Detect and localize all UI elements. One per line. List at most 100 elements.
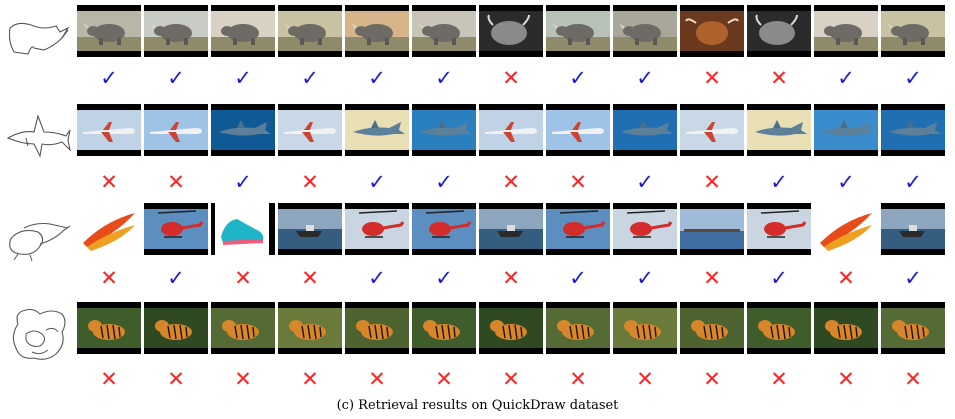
result-image-helicopter [613,203,677,255]
incorrect-cross-icon: ✕ [301,266,319,290]
incorrect-cross-icon: ✕ [100,367,118,391]
result-image-tiger [479,302,543,354]
result-image-boat [278,203,342,255]
result-image-feathers [77,203,141,255]
correct-check-icon: ✓ [234,66,252,90]
result-image-rhinoceros [881,5,945,57]
incorrect-cross-icon: ✕ [569,367,587,391]
incorrect-cross-icon: ✕ [837,367,855,391]
result-image-rhinoceros [546,5,610,57]
result-image-shark [211,104,275,156]
result-image-tiger [77,302,141,354]
result-image-shark [814,104,878,156]
tiger-sketch [4,300,72,370]
correct-check-icon: ✓ [636,266,654,290]
result-image-shark [881,104,945,156]
result-image-tiger [345,302,409,354]
incorrect-cross-icon: ✕ [703,367,721,391]
result-image-airplane [479,104,543,156]
incorrect-cross-icon: ✕ [368,367,386,391]
incorrect-cross-icon: ✕ [636,367,654,391]
incorrect-cross-icon: ✕ [502,367,520,391]
correct-check-icon: ✓ [569,66,587,90]
result-image-shark [412,104,476,156]
correct-check-icon: ✓ [435,66,453,90]
correct-check-icon: ✓ [636,66,654,90]
incorrect-cross-icon: ✕ [837,266,855,290]
result-image-boat [479,203,543,255]
result-image-yak [479,5,543,57]
correct-check-icon: ✓ [770,266,788,290]
correct-check-icon: ✓ [904,170,922,194]
result-image-rhinoceros [345,5,409,57]
result-image-rhinoceros [814,5,878,57]
result-image-airplane [144,104,208,156]
result-image-tiger [144,302,208,354]
correct-check-icon: ✓ [837,66,855,90]
result-image-tiger [881,302,945,354]
result-image-helicopter [412,203,476,255]
correct-check-icon: ✓ [167,266,185,290]
result-image-helicopter [345,203,409,255]
result-image-rhinoceros [278,5,342,57]
correct-check-icon: ✓ [569,266,587,290]
result-image-helicopter [747,203,811,255]
correct-check-icon: ✓ [837,170,855,194]
result-image-tiger [613,302,677,354]
correct-check-icon: ✓ [368,170,386,194]
result-image-boat [881,203,945,255]
result-image-airplane [546,104,610,156]
result-image-rhinoceros [211,5,275,57]
result-image-rhinoceros [613,5,677,57]
rhinoceros-sketch [4,8,72,78]
correct-check-icon: ✓ [301,66,319,90]
result-image-yak [747,5,811,57]
result-image-pier [680,203,744,255]
result-image-rhinoceros [412,5,476,57]
incorrect-cross-icon: ✕ [100,170,118,194]
incorrect-cross-icon: ✕ [703,266,721,290]
result-image-highland-cow [680,5,744,57]
result-image-helicopter [546,203,610,255]
result-image-tiger [412,302,476,354]
incorrect-cross-icon: ✕ [234,367,252,391]
incorrect-cross-icon: ✕ [770,367,788,391]
incorrect-cross-icon: ✕ [301,367,319,391]
incorrect-cross-icon: ✕ [502,266,520,290]
correct-check-icon: ✓ [435,170,453,194]
shark-sketch [4,102,72,172]
incorrect-cross-icon: ✕ [904,367,922,391]
incorrect-cross-icon: ✕ [100,266,118,290]
result-image-tiger [278,302,342,354]
result-image-tiger [680,302,744,354]
correct-check-icon: ✓ [234,170,252,194]
result-image-tiger [747,302,811,354]
correct-check-icon: ✓ [435,266,453,290]
figure-caption: (c) Retrieval results on QuickDraw datas… [336,398,619,413]
result-image-shark [747,104,811,156]
correct-check-icon: ✓ [100,66,118,90]
result-image-feathers [814,203,878,255]
result-image-tiger [814,302,878,354]
incorrect-cross-icon: ✕ [502,170,520,194]
incorrect-cross-icon: ✕ [569,170,587,194]
incorrect-cross-icon: ✕ [502,66,520,90]
correct-check-icon: ✓ [636,170,654,194]
incorrect-cross-icon: ✕ [167,170,185,194]
result-image-rhinoceros [144,5,208,57]
incorrect-cross-icon: ✕ [770,66,788,90]
correct-check-icon: ✓ [904,266,922,290]
incorrect-cross-icon: ✕ [301,170,319,194]
result-image-airplane [278,104,342,156]
result-image-tiger [546,302,610,354]
result-image-airplane [680,104,744,156]
correct-check-icon: ✓ [368,66,386,90]
incorrect-cross-icon: ✕ [234,266,252,290]
correct-check-icon: ✓ [770,170,788,194]
correct-check-icon: ✓ [904,66,922,90]
result-image-tiger [211,302,275,354]
result-image-shark [613,104,677,156]
incorrect-cross-icon: ✕ [703,66,721,90]
result-image-helicopter [144,203,208,255]
result-image-shark [345,104,409,156]
